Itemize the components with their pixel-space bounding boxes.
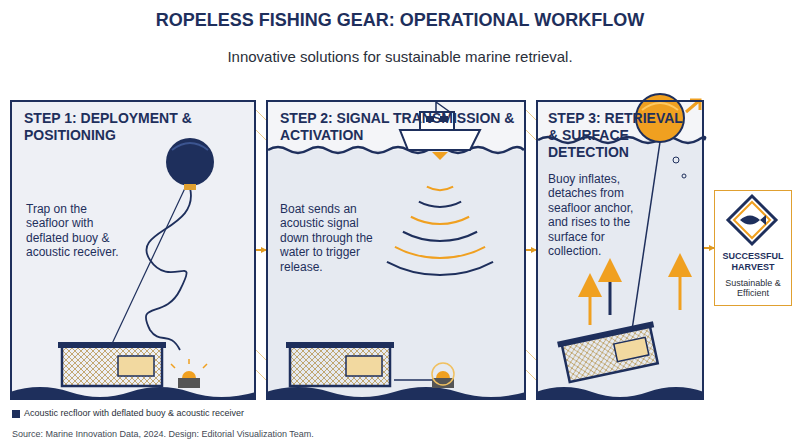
step-description: Trap on the seafloor with deflated buoy … [26, 202, 128, 260]
step-heading: STEP 3: RETRIEVAL & SURFACE DETECTION [548, 110, 696, 160]
step-heading: STEP 1: DEPLOYMENT & POSITIONING [24, 110, 246, 144]
diagram-title: ROPELESS FISHING GEAR: OPERATIONAL WORKF… [0, 10, 800, 32]
flow-connector [526, 249, 536, 251]
flow-connector [704, 247, 714, 249]
step-description: Boat sends an acoustic signal down throu… [280, 202, 384, 274]
badge-subtext: Sustainable & Efficient [718, 278, 788, 300]
badge-heading: SUCCESSFUL HARVEST [718, 251, 788, 273]
source-caption: Source: Marine Innovation Data, 2024. De… [12, 429, 612, 440]
legend-text: Acoustic recfloor with deflated buoy & a… [24, 408, 424, 419]
step-panel: STEP 3: RETRIEVAL & SURFACE DETECTION Buo… [536, 100, 704, 400]
step-panel: STEP 2: SIGNAL TRANSMISSION & ACTIVATION… [266, 100, 526, 400]
flow-connector [256, 249, 266, 251]
step-panel: STEP 1: DEPLOYMENT & POSITIONING Trap on … [10, 100, 256, 400]
legend-swatch [12, 410, 20, 418]
outcome-badge: SUCCESSFUL HARVEST Sustainable & Efficien… [714, 190, 792, 306]
step-heading: STEP 2: SIGNAL TRANSMISSION & ACTIVATION [280, 110, 516, 144]
step-description: Buoy inflates, detaches from seafloor an… [548, 172, 634, 258]
subtitle: Innovative solutions for sustainable mar… [0, 48, 800, 66]
